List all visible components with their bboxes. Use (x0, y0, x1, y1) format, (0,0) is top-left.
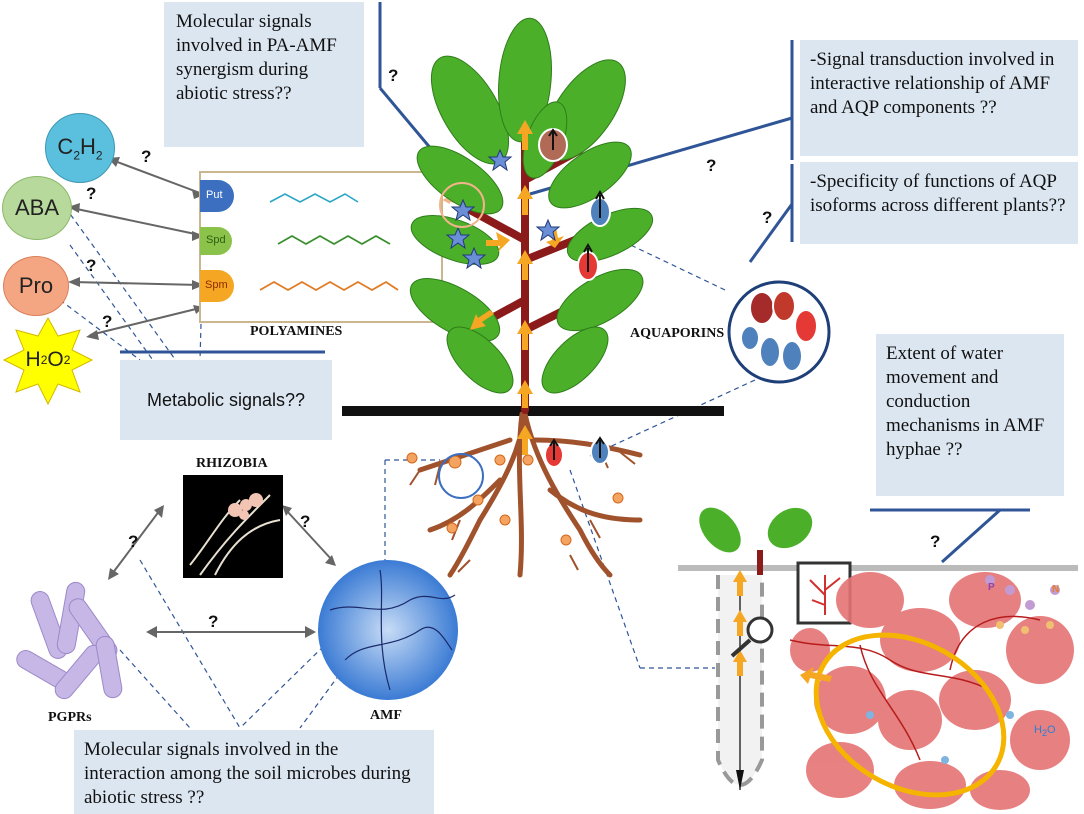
water-movement-question-box: Extent of water movement and conduction … (876, 334, 1064, 496)
put-label: Put (206, 189, 223, 201)
soil-microbes-question-box: Molecular signals involved in the intera… (74, 730, 434, 814)
question-mark: ? (706, 156, 717, 175)
pro-circle: Pro (3, 256, 69, 316)
question-mark: ? (208, 612, 219, 631)
aba-circle: ABA (2, 176, 72, 240)
p-label: P (988, 582, 995, 593)
question-mark: ? (102, 312, 113, 331)
polyamines-label: POLYAMINES (250, 324, 343, 339)
question-mark: ? (300, 512, 311, 531)
spd-label: Spd (206, 234, 226, 246)
signal-transduction-question-box: -Signal transduction involved in interac… (800, 40, 1078, 156)
h2o-label: H2O (1034, 724, 1056, 739)
c2h2-circle: C2H2 (45, 113, 115, 183)
question-mark: ? (86, 184, 97, 203)
aba-label: ABA (14, 195, 60, 220)
metabolic-signals-box: Metabolic signals?? (120, 360, 332, 440)
pgprs-label: PGPRs (48, 710, 92, 725)
question-mark: ? (762, 208, 773, 227)
question-mark: ? (86, 256, 97, 275)
aquaporins-label: AQUAPORINS (630, 326, 725, 341)
rhizobia-label: RHIZOBIA (196, 456, 268, 471)
question-mark: ? (930, 532, 941, 551)
c2h2-label: C2H2 (57, 133, 103, 163)
amf-label: AMF (370, 708, 402, 723)
question-mark: ? (388, 66, 399, 85)
n-label: N (1052, 584, 1060, 595)
spm-label: Spm (205, 279, 228, 291)
pro-label: Pro (18, 273, 54, 298)
question-mark: ? (141, 147, 152, 166)
question-mark: ? (128, 532, 139, 551)
pa-amf-question-box: Molecular signals involved in PA-AMF syn… (164, 2, 364, 147)
aqp-specificity-question-box: -Specificity of functions of AQP isoform… (800, 162, 1078, 244)
